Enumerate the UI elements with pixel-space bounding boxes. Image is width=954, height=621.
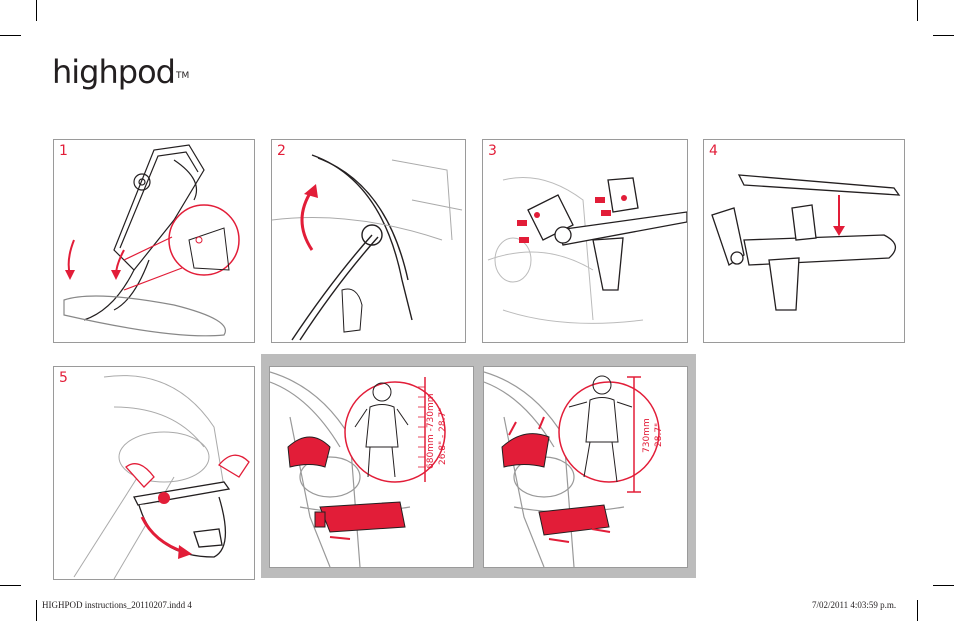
measurement-range-imperial: 26.8" - 28.7" [438,407,448,465]
step-number: 5 [59,370,68,386]
footer-date: 7/02/2011 4:03:59 p.m. [812,600,897,610]
step-2-illustration [272,154,463,341]
crop-mark [36,0,37,21]
brand-name: highpod [52,53,176,91]
step-4-illustration [711,174,901,311]
recline-panel-a: 680mm -730mm 26.8" - 28.7" [269,366,474,568]
measurement-range-metric: 680mm -730mm [426,393,436,469]
footer-file: HIGHPOD instructions_20110207.indd 4 [42,600,192,610]
measurement-imperial: 28.7" [654,422,664,447]
step-1-illustration [63,144,240,337]
step-5-panel: 5 [53,366,255,580]
step-1-panel: 1 [53,139,255,343]
step-number: 3 [488,143,497,159]
crop-mark [933,35,954,36]
step-number: 4 [709,143,718,159]
step-number: 1 [59,143,68,159]
step-4-panel: 4 [703,139,905,343]
crop-mark [36,600,37,621]
step-2-panel: 2 [271,139,466,343]
step-5-illustration [73,375,250,579]
crop-mark [917,0,918,21]
recline-illustration-a [270,371,446,567]
brand-logo: highpodTM [52,52,190,92]
crop-mark [933,585,954,586]
crop-mark [0,585,21,586]
crop-mark [917,600,918,621]
recline-illustration-b [484,371,660,567]
step-3-illustration [487,177,687,324]
step-3-panel: 3 [482,139,688,343]
trademark: TM [175,71,190,81]
measurement-metric: 730mm [642,418,652,453]
recline-panel-b: 730mm 28.7" [483,366,688,568]
step-number: 2 [277,143,286,159]
crop-mark [0,35,21,36]
